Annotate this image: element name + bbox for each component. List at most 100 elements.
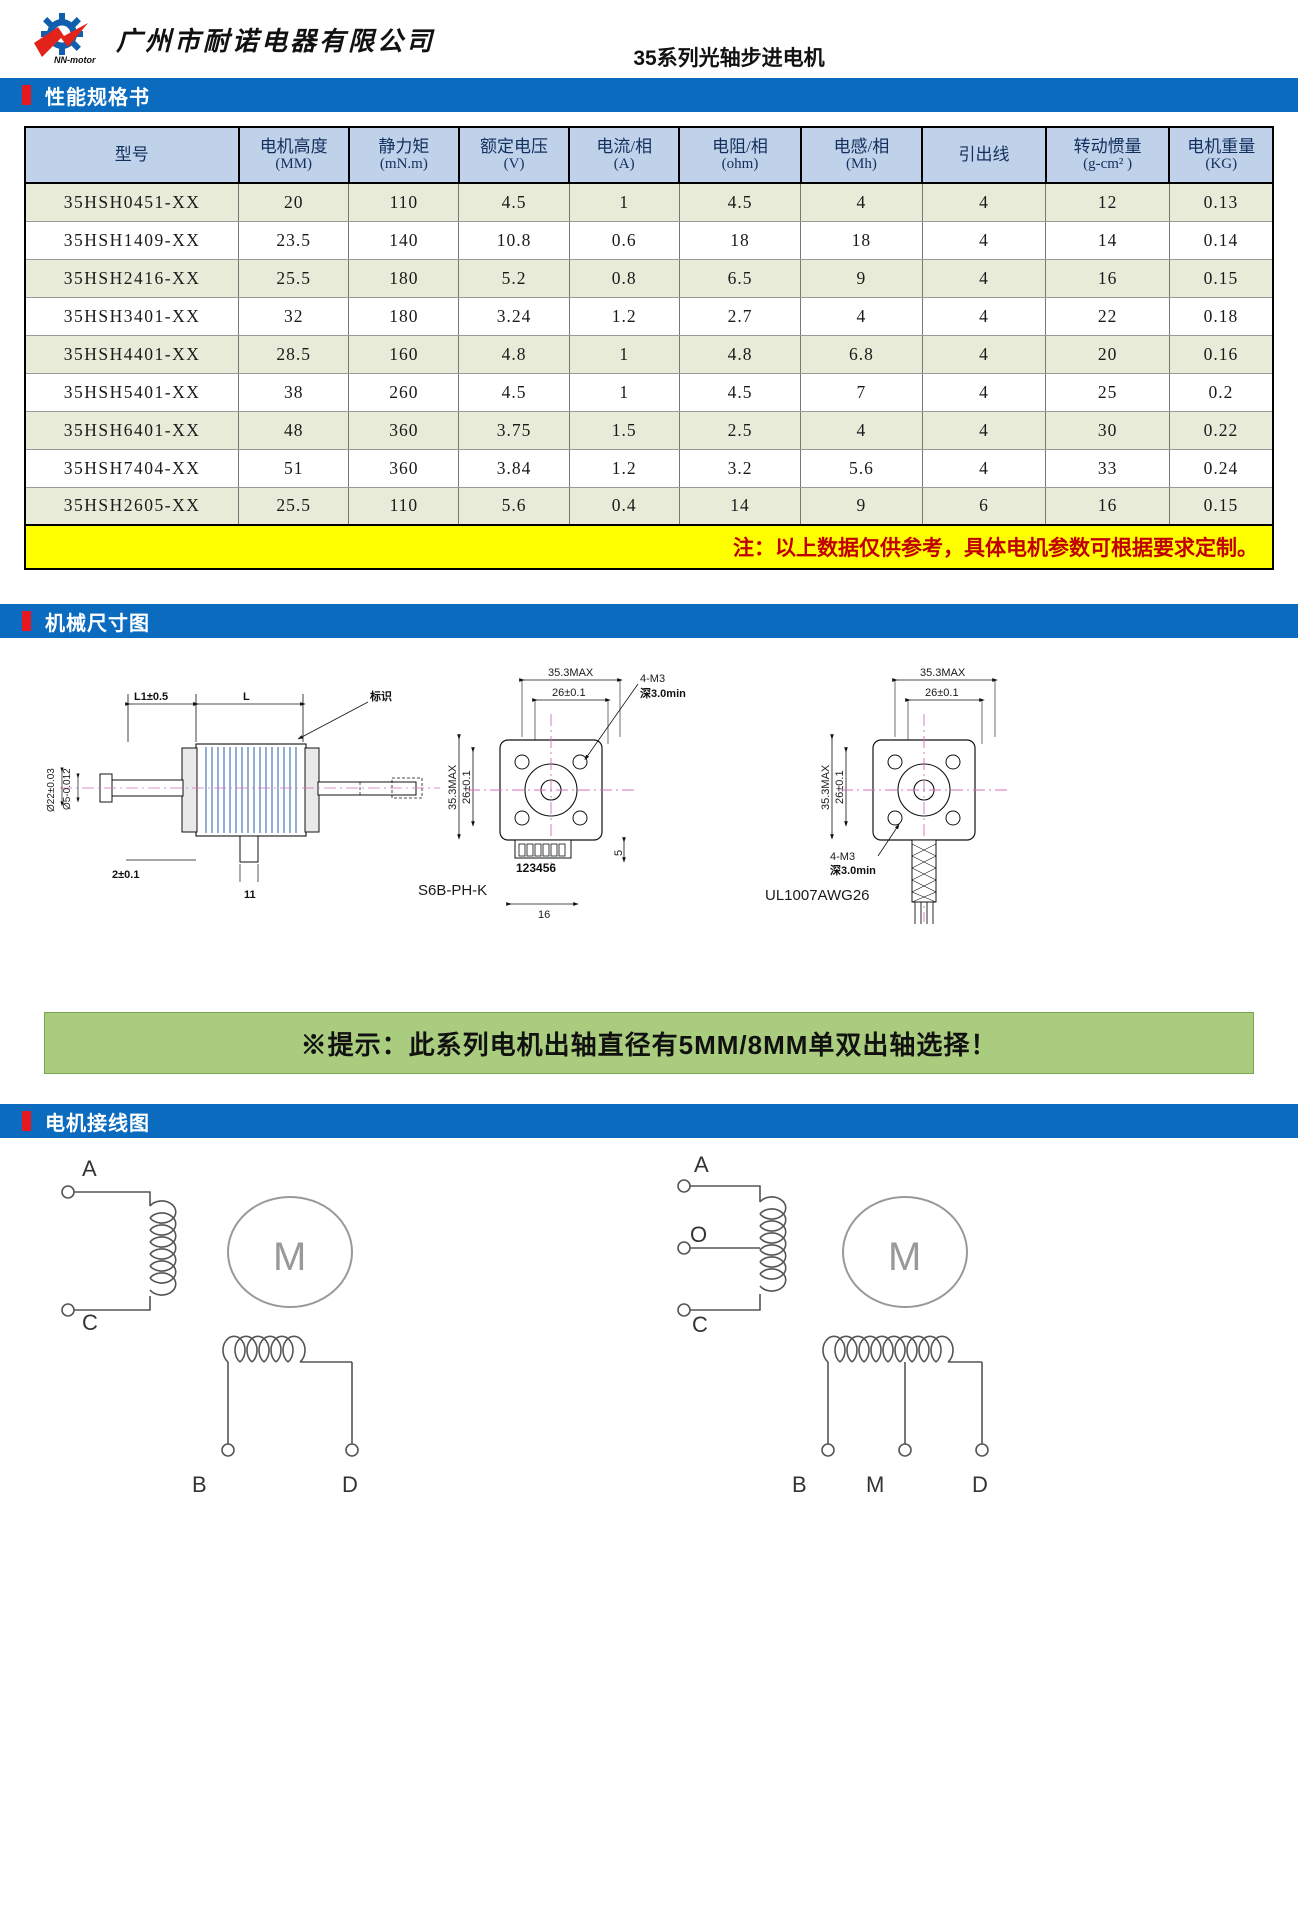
- spec-note-bar: 注：以上数据仅供参考，具体电机参数可根据要求定制。: [24, 526, 1274, 570]
- table-cell: 4.5: [678, 182, 802, 222]
- terminal-label-c-left: C: [82, 1310, 98, 1335]
- table-cell: 4: [921, 372, 1047, 412]
- section-tick-icon: [22, 85, 31, 105]
- dim-conn-height: 5: [613, 850, 625, 856]
- table-cell: 10.8: [458, 220, 570, 260]
- marker-label: 标识: [369, 689, 392, 703]
- table-cell: 14: [1045, 220, 1170, 260]
- col-header-1: 电机高度 (MM): [237, 126, 350, 184]
- table-cell: 25: [1045, 372, 1170, 412]
- col-header-5: 电阻/相 (ohm): [678, 126, 802, 184]
- dim-top-35max-1: 35.3MAX: [548, 667, 594, 679]
- table-cell: 140: [348, 220, 460, 260]
- table-cell: 5.2: [458, 258, 570, 298]
- col-unit-5: (ohm): [721, 156, 759, 173]
- table-cell: 18: [800, 220, 923, 260]
- table-cell: 1: [568, 334, 680, 374]
- spec-note-text: 注：以上数据仅供参考，具体电机参数可根据要求定制。: [733, 537, 1258, 560]
- table-cell: 4: [921, 334, 1047, 374]
- col-unit-3: (V): [503, 156, 525, 173]
- terminal-label-a-left: A: [82, 1156, 97, 1181]
- cell-model: 35HSH1409-XX: [24, 220, 240, 260]
- col-title-8: 转动惯量: [1073, 136, 1142, 156]
- table-cell: 0.14: [1168, 220, 1274, 260]
- col-unit-1: (MM): [275, 156, 313, 173]
- wiring-diagrams: A C M: [0, 1144, 1298, 1524]
- section-tick-icon-2: [22, 611, 31, 631]
- section-label-spec: 性能规格书: [45, 86, 150, 109]
- section-label-dimensions: 机械尺寸图: [45, 612, 150, 635]
- table-cell: 0.2: [1168, 372, 1274, 412]
- table-cell: 51: [238, 448, 350, 488]
- table-cell: 0.4: [568, 486, 680, 526]
- table-cell: 4: [921, 220, 1047, 260]
- table-cell: 1: [568, 182, 680, 222]
- dim-conn-width: 16: [538, 909, 550, 921]
- motor-symbol-right: M: [888, 1235, 921, 1279]
- table-cell: 25.5: [238, 486, 350, 526]
- table-cell: 3.24: [458, 296, 570, 336]
- table-cell: 0.15: [1168, 258, 1274, 298]
- col-unit-4: (A): [613, 156, 635, 173]
- terminal-label-c-right: C: [692, 1312, 708, 1337]
- company-logo: NN-motor 广州市耐诺电器有限公司: [28, 13, 435, 65]
- cell-model: 35HSH7404-XX: [24, 448, 240, 488]
- spec-table: 型号 电机高度 (MM) 静力矩 (mN.m) 额定电压 (V): [24, 126, 1274, 526]
- section-header-dimensions: 机械尺寸图: [0, 604, 1298, 638]
- table-cell: 1.2: [568, 296, 680, 336]
- table-cell: 23.5: [238, 220, 350, 260]
- table-cell: 6: [921, 486, 1047, 526]
- dim-left-26-2: 26±0.1: [834, 770, 846, 804]
- thread-depth-1: 深3.0min: [640, 686, 686, 700]
- col-unit-2: (mN.m): [379, 156, 428, 173]
- mechanical-drawings: L1±0.5 L 标识: [0, 652, 1298, 1012]
- dim-left-35max-2: 35.3MAX: [820, 764, 832, 810]
- drawing-front-view-wire: 35.3MAX 26±0.1 35.3MAX 26±0.1: [765, 667, 1007, 924]
- col-header-6: 电感/相 (Mh): [799, 126, 924, 184]
- cell-model: 35HSH5401-XX: [24, 372, 240, 412]
- thread-callout-2: 4-M3: [830, 851, 855, 863]
- table-cell: 4.5: [458, 182, 570, 222]
- table-cell: 0.18: [1168, 296, 1274, 336]
- col-title-4: 电流/相: [596, 136, 653, 156]
- table-cell: 3.75: [458, 410, 570, 450]
- table-cell: 30: [1045, 410, 1170, 450]
- table-cell: 110: [348, 182, 460, 222]
- drawing-front-view-connector: 35.3MAX 26±0.1 35.3MAX 26±0.1: [418, 667, 686, 921]
- table-cell: 38: [238, 372, 350, 412]
- dim-shaft-dia-2: Ø5-0.012: [62, 768, 73, 810]
- table-cell: 1.5: [568, 410, 680, 450]
- dim-l-label: L: [243, 691, 250, 703]
- table-cell: 7: [800, 372, 923, 412]
- table-cell: 5.6: [458, 486, 570, 526]
- col-header-0: 型号: [24, 126, 240, 184]
- col-header-4: 电流/相 (A): [568, 126, 681, 184]
- dim-top-35max-2: 35.3MAX: [920, 667, 966, 679]
- table-cell: 12: [1045, 182, 1170, 222]
- table-cell: 14: [678, 486, 802, 526]
- dim-left-26-1: 26±0.1: [461, 770, 473, 804]
- terminal-label-b-right: B: [792, 1472, 807, 1497]
- table-cell: 0.16: [1168, 334, 1274, 374]
- terminal-label-d-right: D: [972, 1472, 988, 1497]
- col-unit-9: (KG): [1205, 156, 1238, 173]
- dim-l1-label: L1±0.5: [134, 691, 168, 703]
- col-title-9: 电机重量: [1187, 136, 1256, 156]
- table-cell: 22: [1045, 296, 1170, 336]
- gear-bolt-logo-icon: NN-motor: [28, 13, 106, 65]
- col-title-6: 电感/相: [833, 136, 890, 156]
- table-cell: 160: [348, 334, 460, 374]
- terminal-label-b-left: B: [192, 1472, 207, 1497]
- col-title-5: 电阻/相: [712, 136, 768, 156]
- thread-depth-2: 深3.0min: [830, 863, 876, 877]
- drawing-side-view: L1±0.5 L 标识: [46, 689, 440, 901]
- terminal-label-d-left: D: [342, 1472, 358, 1497]
- table-cell: 110: [348, 486, 460, 526]
